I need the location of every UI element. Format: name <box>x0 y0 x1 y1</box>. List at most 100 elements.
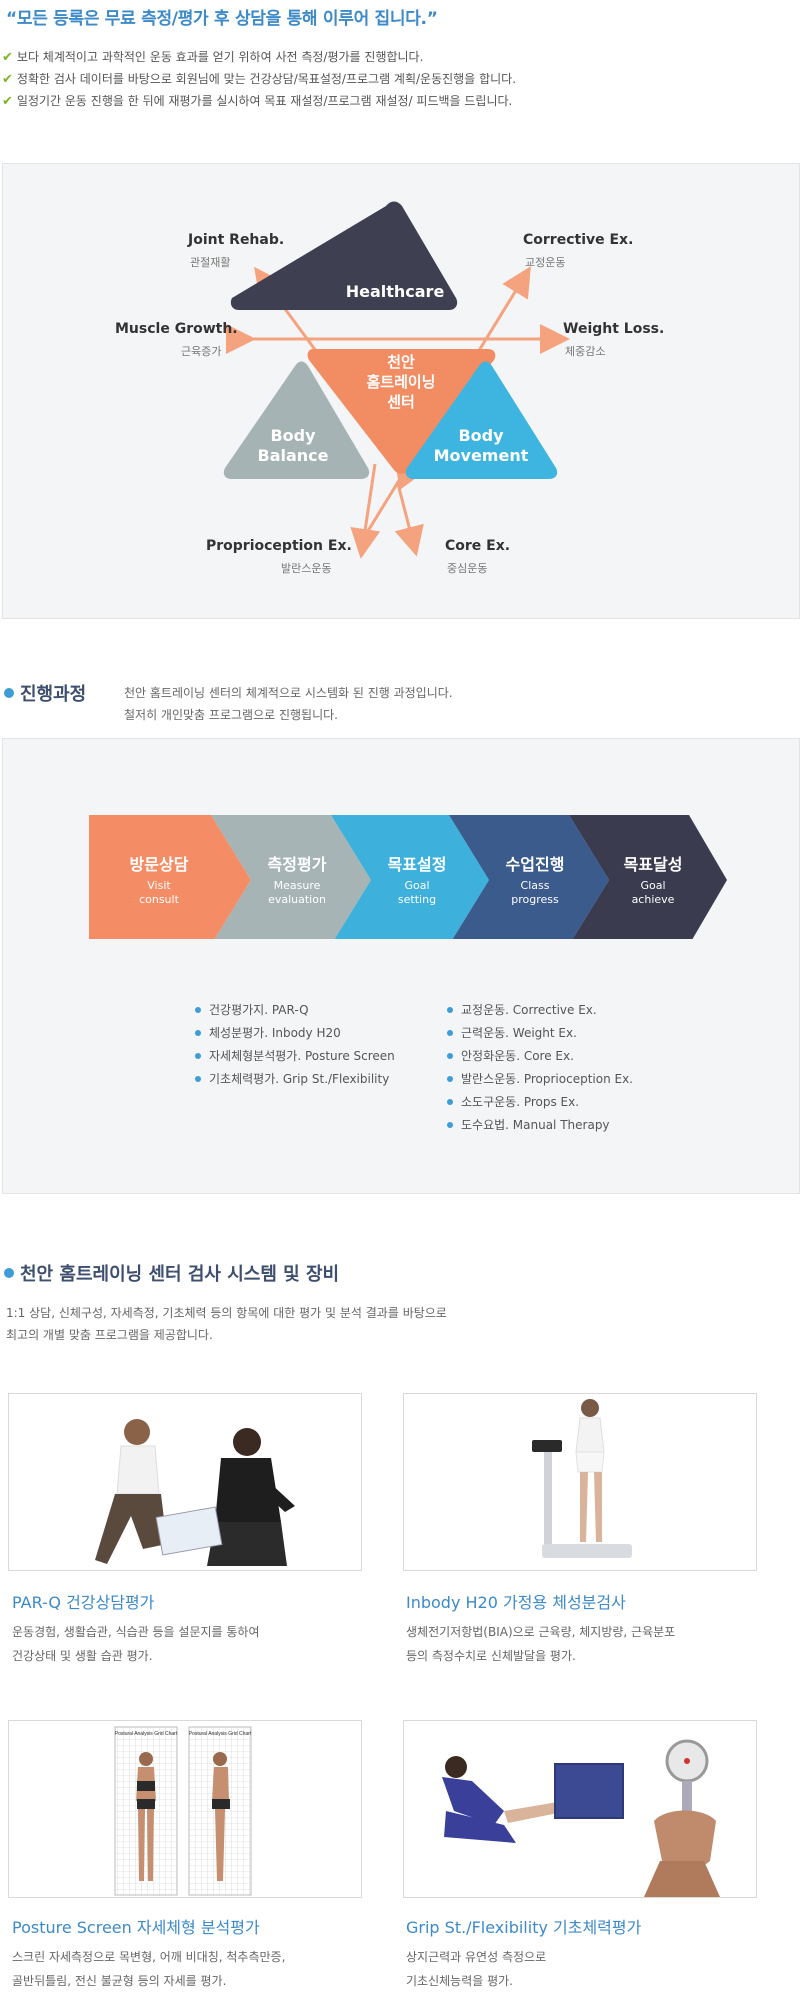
card-desc-line: 상지근력과 유연성 측정으로 <box>406 1950 547 1964</box>
step-goal-shape <box>331 815 489 939</box>
inbody-scale-illustration <box>404 1394 756 1570</box>
step-measure: 측정평가 Measure evaluation <box>237 851 357 907</box>
bullet-dot-icon <box>447 1121 453 1128</box>
step-en: achieve <box>631 893 675 906</box>
consultation-illustration <box>9 1394 361 1570</box>
step-ko: 측정평가 <box>267 855 327 874</box>
movement-line: Body <box>458 426 504 445</box>
body-movement-triangle <box>405 361 558 479</box>
healthcare-label: Healthcare <box>345 282 445 301</box>
parq-desc: 운동경험, 생활습관, 식습관 등을 설문지를 통하여 건강상태 및 생활 습관… <box>12 1620 260 1668</box>
step-en: consult <box>139 893 179 906</box>
step-measure-shape <box>211 815 371 939</box>
step-class-shape <box>449 815 609 939</box>
step-ko: 방문상담 <box>129 855 189 874</box>
diagram-svg <box>223 201 570 559</box>
equipment-desc-line: 1:1 상담, 신체구성, 자세측정, 기초체력 등의 항목에 대한 평가 및 … <box>6 1306 447 1320</box>
eval-item: 자세체형분석평가. Posture Screen <box>195 1047 395 1064</box>
card-desc-line: 생체전기저항법(BIA)으로 근육량, 체지방량, 근육분포 <box>406 1625 676 1639</box>
class-item-text: 도수요법. Manual Therapy <box>461 1118 610 1132</box>
center-line: 천안 <box>387 353 415 371</box>
grid-chart-title: Postural Analysis Grid Chart <box>115 1731 178 1737</box>
class-item: 발란스운동. Proprioception Ex. <box>447 1070 633 1087</box>
step-ko: 목표달성 <box>623 855 683 874</box>
intro-bullet: ✔보다 체계적이고 과학적인 운동 효과를 얻기 위하여 사전 측정/평가를 진… <box>2 48 423 65</box>
proprioception-label: Proprioception Ex. <box>206 538 352 554</box>
eval-item-text: 자세체형분석평가. Posture Screen <box>209 1049 395 1063</box>
corrective-label: Corrective Ex. <box>523 232 634 248</box>
posture-grid-illustration: Postural Analysis Grid Chart Postural An… <box>9 1721 361 1897</box>
arrow-proprio <box>350 463 381 559</box>
balance-line: Balance <box>257 446 329 465</box>
bullet-dot-icon <box>447 1029 453 1036</box>
card-desc-line: 골반뒤틀림, 전신 불균형 등의 자세를 평가. <box>12 1974 227 1988</box>
healthcare-triangle <box>230 201 458 310</box>
class-item: 근력운동. Weight Ex. <box>447 1024 577 1041</box>
parq-photo <box>8 1393 362 1571</box>
bullet-dot-icon <box>447 1098 453 1105</box>
eval-item-text: 기초체력평가. Grip St./Flexibility <box>209 1072 390 1086</box>
parq-title: PAR-Q 건강상담평가 <box>12 1593 155 1612</box>
grip-title: Grip St./Flexibility 기초체력평가 <box>406 1918 642 1937</box>
bullet-dot-icon <box>447 1006 453 1013</box>
bullet-dot-icon <box>195 1029 201 1036</box>
center-label: 천안 홈트레이닝 센터 <box>341 352 461 412</box>
intro-bullet-text: 정확한 검사 데이터를 바탕으로 회원님에 맞는 건강상담/목표설정/프로그램 … <box>16 72 517 86</box>
joint-rehab-label: Joint Rehab. <box>188 232 285 248</box>
card-desc-line: 운동경험, 생활습관, 식습관 등을 설문지를 통하여 <box>12 1625 260 1639</box>
posture-desc: 스크린 자세측정으로 목변형, 어깨 비대칭, 척추측만증, 골반뒤틀림, 전신… <box>12 1945 285 1993</box>
class-item-text: 교정운동. Corrective Ex. <box>461 1003 597 1017</box>
bullet-dot-icon <box>195 1052 201 1059</box>
equipment-title-text: 천안 홈트레이닝 센터 검사 시스템 및 장비 <box>20 1264 340 1285</box>
intro-bullet-text: 일정기간 운동 진행을 한 뒤에 재평가를 실시하여 목표 재설정/프로그램 재… <box>16 94 513 108</box>
step-en: Measure <box>273 879 321 892</box>
step-en: evaluation <box>268 893 326 906</box>
intro-bullet-text: 보다 체계적이고 과학적인 운동 효과를 얻기 위하여 사전 측정/평가를 진행… <box>16 50 424 64</box>
intro-bullet: ✔정확한 검사 데이터를 바탕으로 회원님에 맞는 건강상담/목표설정/프로그램… <box>2 70 516 87</box>
weight-loss-ko: 체중감소 <box>565 345 606 358</box>
posture-title: Posture Screen 자세체형 분석평가 <box>12 1918 260 1937</box>
body-balance-triangle <box>223 361 370 479</box>
step-en: Goal <box>404 879 430 892</box>
movement-line: Movement <box>433 446 529 465</box>
intro-bullet: ✔일정기간 운동 진행을 한 뒤에 재평가를 실시하여 목표 재설정/프로그램 … <box>2 92 512 109</box>
card-desc-line: 건강상태 및 생활 습관 평가. <box>12 1649 153 1663</box>
process-title: 진행과정 <box>4 680 86 706</box>
process-title-text: 진행과정 <box>20 684 87 705</box>
class-item: 도수요법. Manual Therapy <box>447 1116 610 1133</box>
check-icon: ✔ <box>2 50 13 65</box>
eval-item: 체성분평가. Inbody H20 <box>195 1024 341 1041</box>
proprioception-ko: 발란스운동 <box>281 562 332 575</box>
body-balance-label: Body Balance <box>243 426 343 466</box>
grip-desc: 상지근력과 유연성 측정으로 기초신체능력을 평가. <box>406 1945 546 1993</box>
step-en: setting <box>397 893 437 906</box>
section-dot-icon <box>4 1268 14 1278</box>
process-panel: 방문상담 Visit consult 측정평가 Measure evaluati… <box>2 738 800 1194</box>
arrow-core <box>394 483 424 557</box>
step-class: 수업진행 Class progress <box>475 851 595 907</box>
inbody-title: Inbody H20 가정용 체성분검사 <box>406 1593 626 1612</box>
inbody-photo <box>403 1393 757 1571</box>
step-achieve: 목표달성 Goal achieve <box>593 851 713 907</box>
balance-line: Body <box>270 426 316 445</box>
step-en: progress <box>511 893 559 906</box>
card-desc-line: 등의 측정수치로 신체발달을 평가. <box>406 1649 576 1663</box>
joint-rehab-ko: 관절재활 <box>190 256 231 269</box>
muscle-growth-label: Muscle Growth. <box>115 321 238 337</box>
step-en: Visit <box>147 879 171 892</box>
card-desc-line: 스크린 자세측정으로 목변형, 어깨 비대칭, 척추측만증, <box>12 1950 286 1964</box>
weight-loss-label: Weight Loss. <box>563 321 665 337</box>
process-desc-line: 철저히 개인맞춤 프로그램으로 진행됩니다. <box>124 708 338 722</box>
class-item-text: 근력운동. Weight Ex. <box>461 1026 577 1040</box>
class-item-text: 발란스운동. Proprioception Ex. <box>461 1072 633 1086</box>
class-item: 교정운동. Corrective Ex. <box>447 1001 597 1018</box>
step-goal: 목표설정 Goal setting <box>357 851 477 907</box>
equipment-title: 천안 홈트레이닝 센터 검사 시스템 및 장비 <box>4 1260 339 1286</box>
core-ex-label: Core Ex. <box>445 538 511 554</box>
eval-item-text: 체성분평가. Inbody H20 <box>209 1026 341 1040</box>
step-en: Class <box>520 879 550 892</box>
check-icon: ✔ <box>2 94 13 109</box>
diagram-panel: Healthcare 천안 홈트레이닝 센터 Body Balance Body… <box>2 163 800 619</box>
bullet-dot-icon <box>195 1075 201 1082</box>
process-flow-svg <box>89 815 727 939</box>
